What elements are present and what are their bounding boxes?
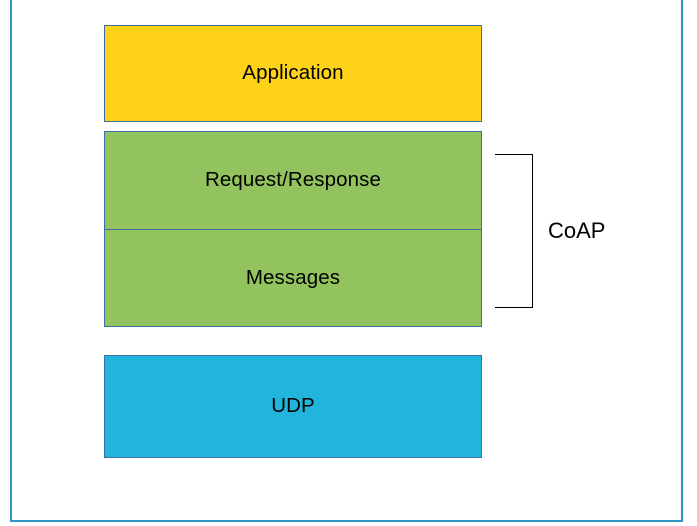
layer-box-messages[interactable]: Messages (105, 229, 481, 326)
layer-label-application: Application (242, 61, 344, 85)
layer-label-udp: UDP (271, 394, 315, 418)
layer-label-request-response: Request/Response (205, 168, 381, 191)
layer-group-coap: Request/Response Messages (104, 131, 482, 327)
layer-box-request-response[interactable]: Request/Response (105, 132, 481, 230)
layer-box-application[interactable]: Application (104, 25, 482, 122)
coap-group-label: CoAP (548, 218, 606, 243)
layer-label-messages: Messages (245, 265, 341, 289)
coap-group-brace-icon (495, 154, 533, 308)
layer-box-udp[interactable]: UDP (104, 355, 482, 458)
